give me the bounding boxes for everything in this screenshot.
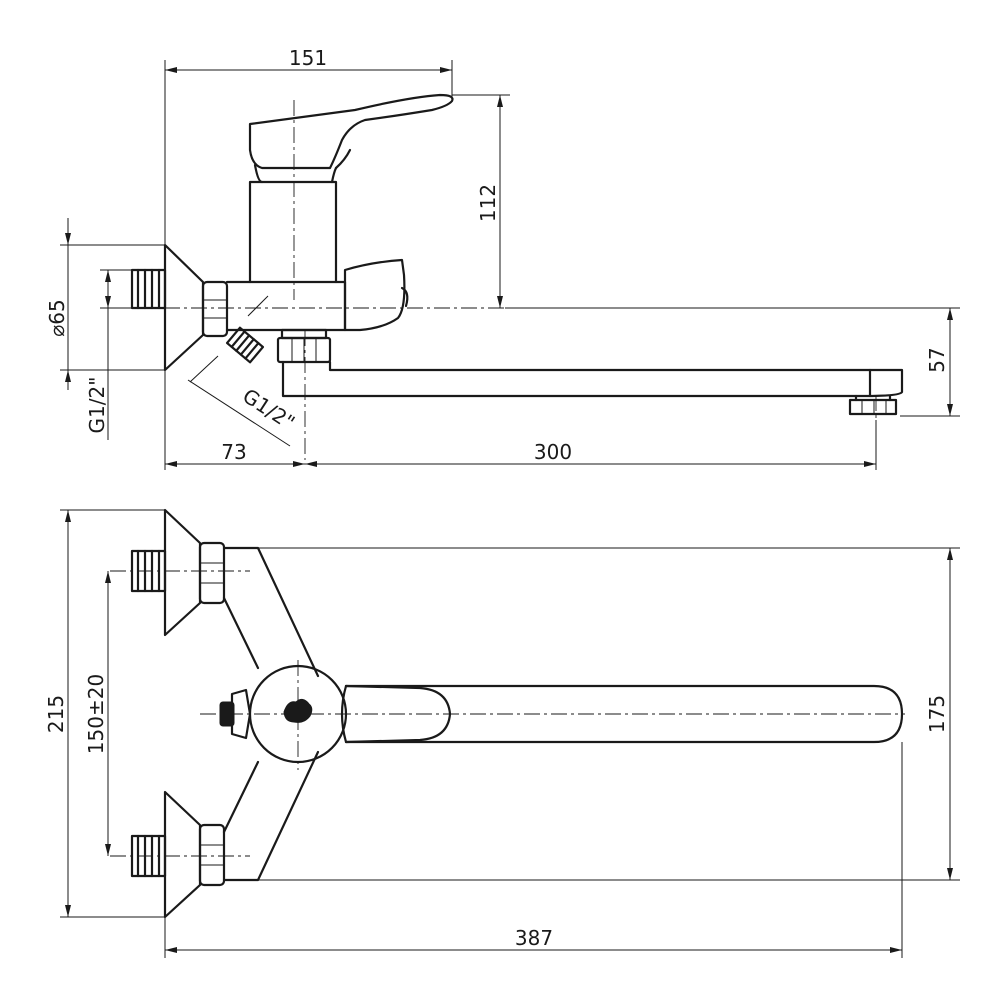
side-dimensions: 151 112 57 ⌀65 G1/2" G1/2" [45,46,960,470]
side-elevation-view [110,93,904,460]
spout [281,360,904,398]
diverter-knob [343,258,406,332]
dim-73: 73 [221,440,246,464]
dim-151: 151 [289,46,327,70]
plan-view [110,508,905,919]
plan-dimensions: 215 150±20 175 387 [44,509,960,958]
dim-215: 215 [44,695,68,733]
hex-nut [201,280,229,338]
upper-nut [198,541,226,605]
lower-flange [163,790,202,919]
dim-112: 112 [476,184,500,222]
dim-300: 300 [534,440,572,464]
angled-thread [225,326,265,364]
outlet-nut [276,328,332,364]
wall-flange [163,243,205,372]
aerator [848,398,898,416]
mixer-body [248,180,338,284]
dim-thread-outlet: G1/2" [238,384,299,435]
upper-flange [163,508,202,637]
inlet-thread [130,268,167,310]
lever-handle [248,93,454,170]
dim-150-tolerance: 150±20 [84,674,108,754]
body-connector [225,280,347,332]
dim-57: 57 [925,347,949,372]
dim-387: 387 [515,926,553,950]
dim-thread-inlet: G1/2" [85,377,109,434]
dim-175: 175 [925,695,949,733]
dim-diameter-65: ⌀65 [45,299,69,337]
lower-nut [198,823,226,887]
brand-logo-icon [283,698,313,723]
